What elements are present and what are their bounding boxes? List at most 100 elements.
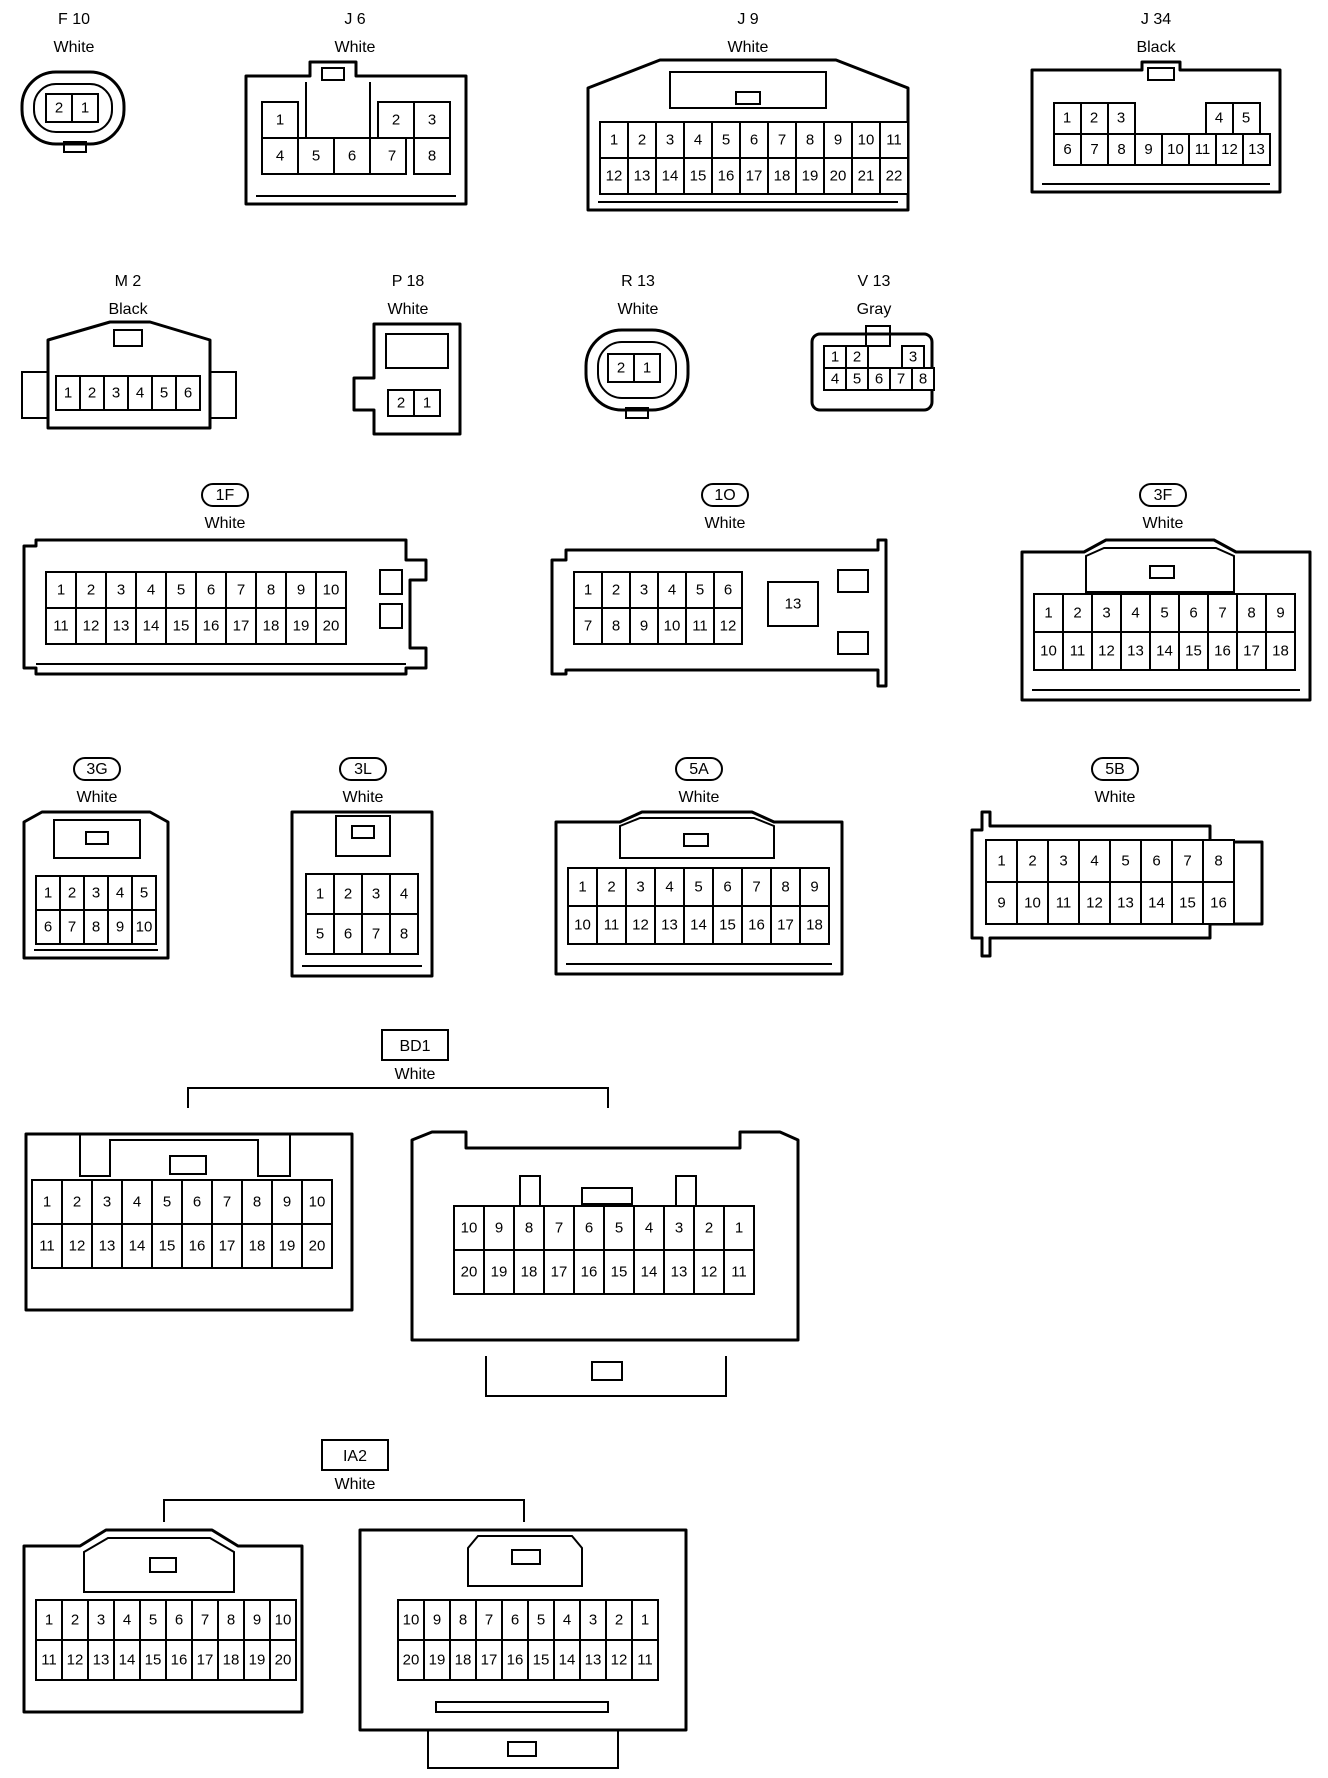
pin-label: 17 (233, 618, 250, 635)
pin-label: 3 (372, 886, 380, 903)
pin-label: 2 (638, 132, 646, 149)
connector-color: White (77, 789, 118, 806)
connector-color: White (1143, 515, 1184, 532)
pin-label: 11 (886, 132, 902, 149)
pin-label: 6 (193, 1194, 201, 1211)
pin-label: 15 (145, 1652, 162, 1669)
pin-label: 13 (661, 917, 678, 934)
pin-cell (1047, 839, 1080, 883)
pin-label: 2 (1073, 605, 1081, 622)
pin-label: 9 (997, 895, 1005, 912)
connector-code: V 13 (858, 273, 891, 290)
pin-label: 5 (615, 1220, 623, 1237)
pin-label: 8 (612, 618, 620, 635)
pin-label: 15 (611, 1264, 628, 1281)
pin-label: 15 (1179, 895, 1196, 912)
pin-label: 3 (640, 582, 648, 599)
pin-cell (151, 1223, 183, 1269)
pin-cell (151, 375, 177, 411)
connector-color: White (728, 39, 769, 56)
pin-cell (657, 607, 687, 645)
pin-label: 10 (136, 919, 153, 936)
pin-label: 20 (309, 1238, 326, 1255)
pin-label: 6 (348, 148, 356, 165)
pin-label: 11 (731, 1264, 747, 1281)
pin-cell (985, 839, 1018, 883)
pin-label: 14 (1148, 895, 1165, 912)
pin-cell (211, 1223, 243, 1269)
pin-label: 17 (197, 1652, 214, 1669)
pin-label: 3 (675, 1220, 683, 1237)
pin-label: 6 (184, 385, 192, 402)
pin-label: 1 (735, 1220, 743, 1237)
pin-label: 5 (140, 885, 148, 902)
pin-cell (1242, 133, 1271, 166)
pin-label: 6 (750, 132, 758, 149)
pin-label: 16 (581, 1264, 598, 1281)
pin-cell (175, 375, 201, 411)
pin-cell (629, 607, 659, 645)
pin-cell (195, 607, 227, 645)
pin-label: 4 (136, 385, 144, 402)
connector-J6: J 6 White 1 2 3 4 5 6 7 8 (244, 11, 468, 206)
pin-label: 11 (41, 1652, 57, 1669)
pin-label: 18 (249, 1238, 266, 1255)
pin-label: 4 (563, 1612, 571, 1629)
pin-label: 18 (774, 168, 791, 185)
pin-label: 6 (585, 1220, 593, 1237)
pin-label: 8 (400, 926, 408, 943)
pin-cell (711, 157, 741, 195)
pin-cell (61, 1639, 89, 1681)
pin-label: 1 (643, 360, 651, 377)
pin-label: 1 (57, 582, 65, 599)
pin-label: 2 (88, 385, 96, 402)
pin-cell (693, 1249, 725, 1295)
pin-cell (573, 1249, 605, 1295)
pin-label: 5 (177, 582, 185, 599)
pin-label: 18 (521, 1264, 538, 1281)
pin-label: 8 (1214, 853, 1222, 870)
connector-code: 3F (1154, 487, 1173, 504)
pin-label: 4 (645, 1220, 653, 1237)
connector-code: J 9 (737, 11, 758, 28)
pin-label: 8 (1117, 141, 1125, 158)
pin-label: 7 (752, 879, 760, 896)
connector-color: White (618, 301, 659, 318)
pin-label: 10 (664, 618, 681, 635)
pin-label: 5 (316, 926, 324, 943)
pin-cell (573, 571, 603, 609)
pin-label: 4 (133, 1194, 141, 1211)
pin-label: 12 (1098, 643, 1115, 660)
pin-label: 22 (886, 168, 903, 185)
pin-label: 18 (806, 917, 823, 934)
pin-label: 9 (116, 919, 124, 936)
pin-cell (151, 1179, 183, 1225)
pin-label: 13 (634, 168, 651, 185)
pin-label: 6 (724, 582, 732, 599)
pin-cell (483, 1249, 515, 1295)
pin-label: 4 (276, 148, 284, 165)
pin-label: 3 (428, 112, 436, 129)
pin-label: 1 (997, 853, 1005, 870)
pin-label: 16 (1210, 895, 1227, 912)
pin-label: 5 (1121, 853, 1129, 870)
pin-label: 7 (1218, 605, 1226, 622)
pin-cell (139, 1639, 167, 1681)
pin-label: 3 (589, 1612, 597, 1629)
pin-label: 1 (584, 582, 592, 599)
pin-cell (269, 1599, 297, 1641)
pin-label: 12 (67, 1652, 84, 1669)
pin-label: 12 (611, 1652, 628, 1669)
pin-label: 1 (45, 1612, 53, 1629)
pin-cell (301, 1179, 333, 1225)
pin-cell (271, 1179, 303, 1225)
pin-cell (305, 913, 335, 955)
connector-color: Gray (857, 301, 892, 318)
pin-label: 7 (68, 919, 76, 936)
pin-label: 2 (617, 360, 625, 377)
pin-label: 13 (671, 1264, 688, 1281)
pin-label: 17 (481, 1652, 498, 1669)
pin-cell (795, 157, 825, 195)
